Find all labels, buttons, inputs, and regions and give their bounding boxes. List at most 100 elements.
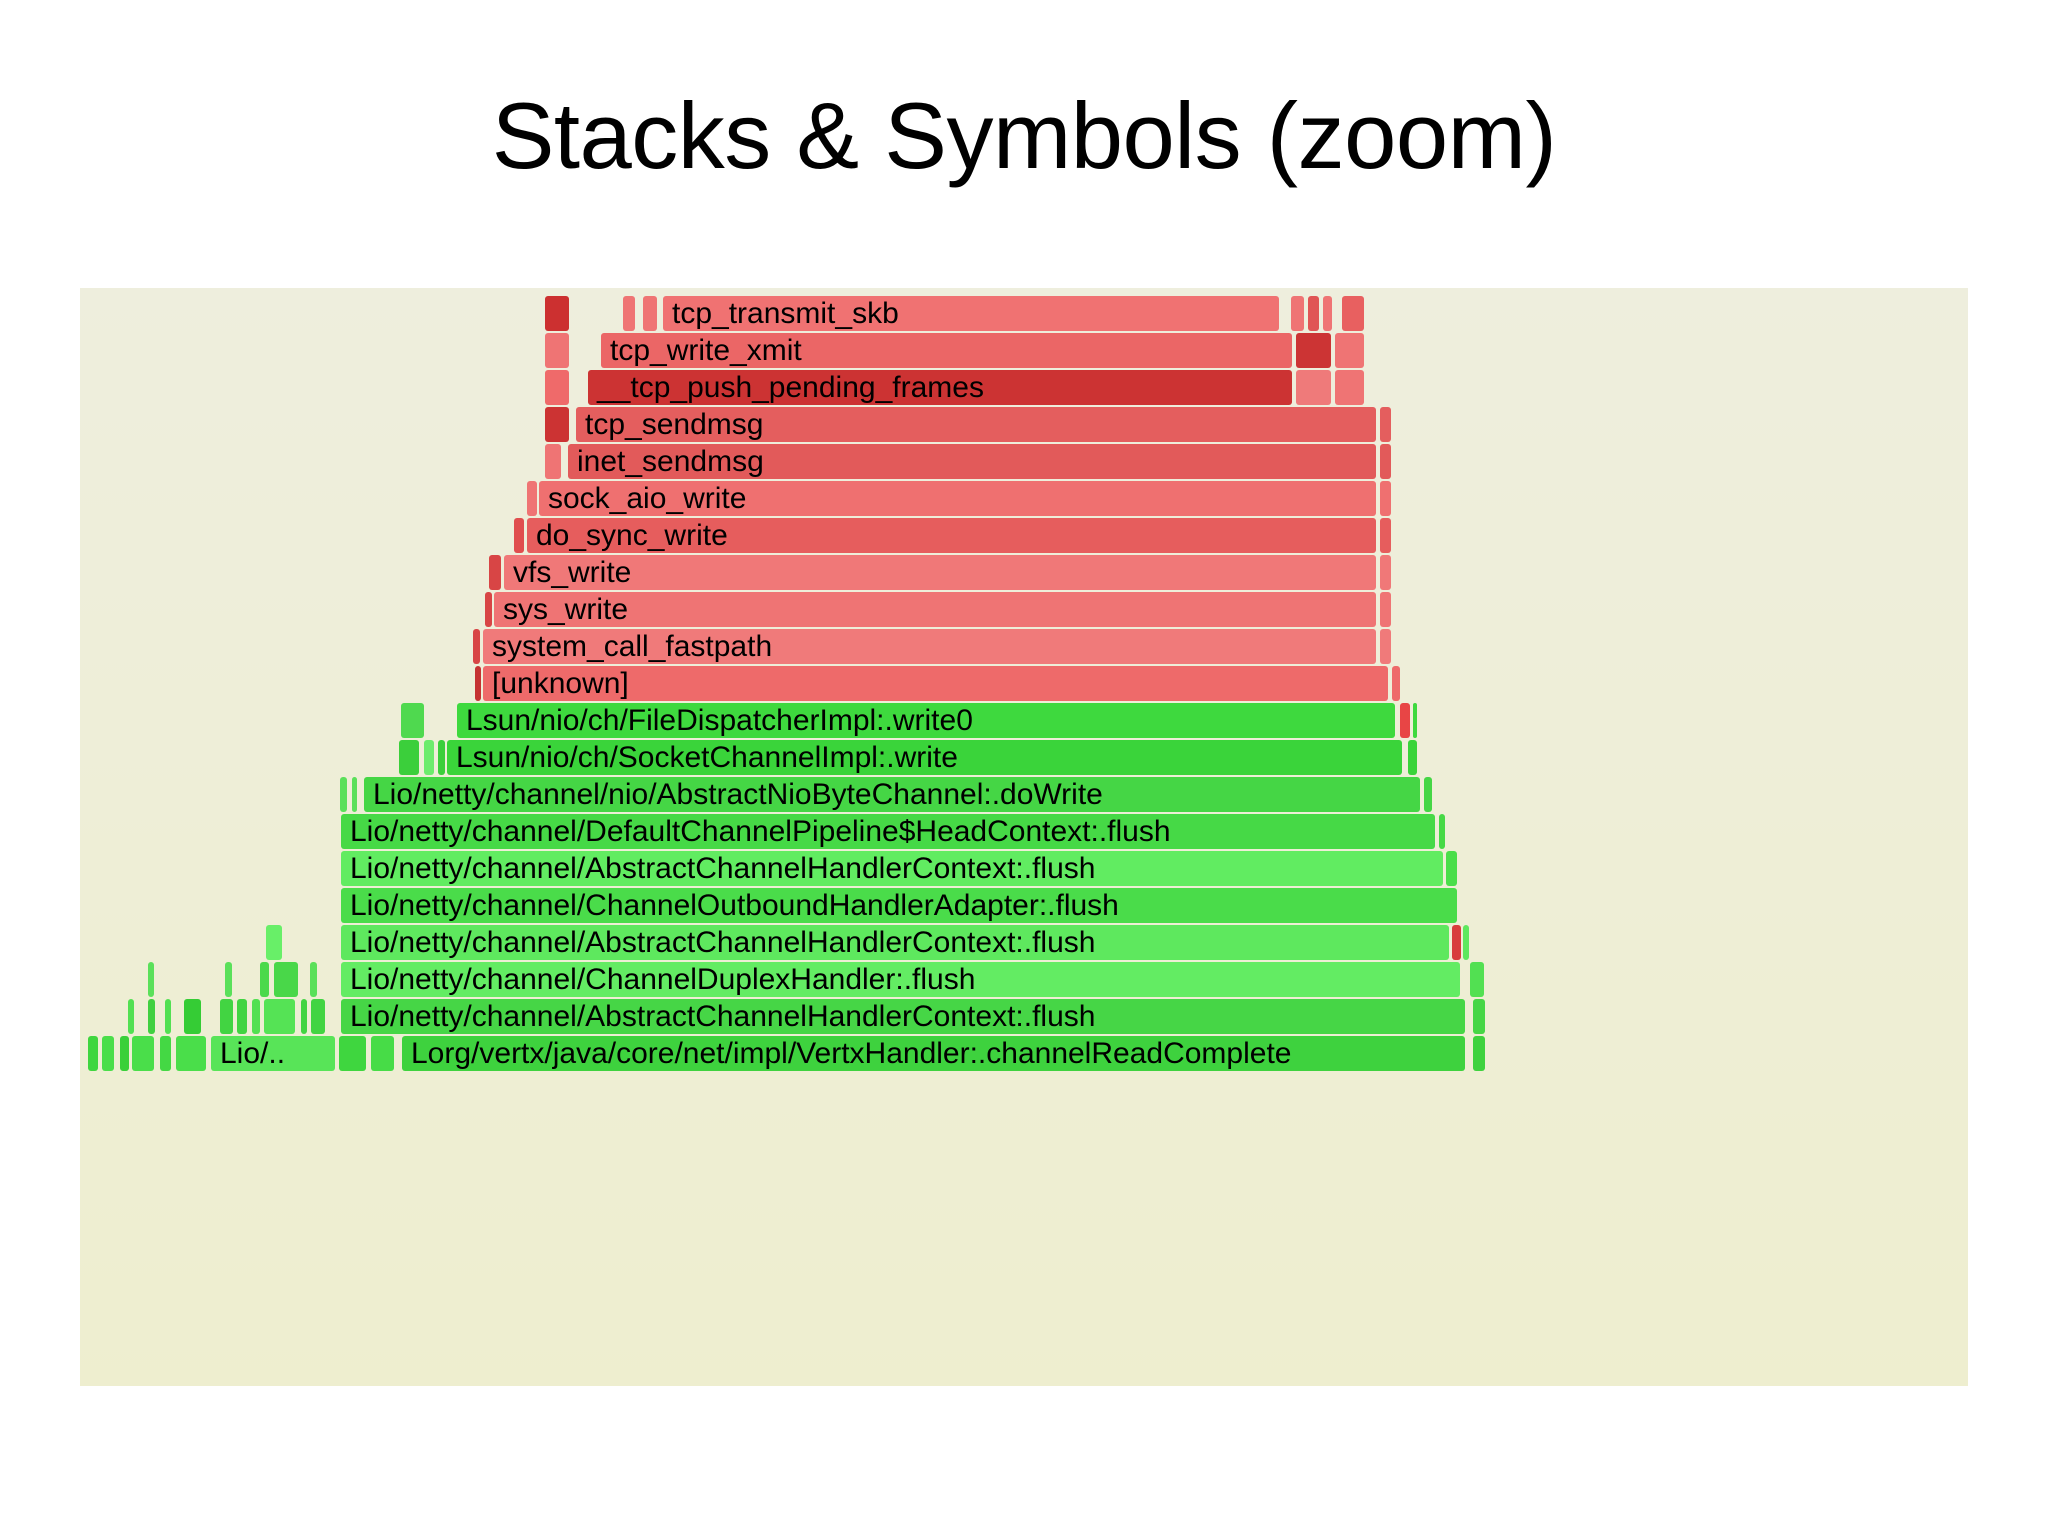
- flamegraph-frame-lsun-nio-ch-filedispatcherimpl-write0[interactable]: Lsun/nio/ch/FileDispatcherImpl:.write0: [457, 703, 1395, 738]
- flamegraph-frame-lio-netty-channel-nio-abstractniobytechannel-dowrite[interactable]: Lio/netty/channel/nio/AbstractNioByteCha…: [364, 777, 1420, 812]
- flamegraph-frame-unlabeled[interactable]: [1473, 999, 1485, 1034]
- flamegraph-frame-tcp-push-pending-frames[interactable]: __tcp_push_pending_frames: [588, 370, 1292, 405]
- flamegraph-frame-unlabeled[interactable]: [1296, 370, 1331, 405]
- flamegraph-frame-unlabeled[interactable]: [424, 740, 434, 775]
- flamegraph-frame-unlabeled[interactable]: [475, 666, 481, 701]
- flamegraph-frame-unlabeled[interactable]: [489, 555, 501, 590]
- flamegraph-frame-tcp-transmit-skb[interactable]: tcp_transmit_skb: [663, 296, 1279, 331]
- flamegraph-frame-unlabeled[interactable]: [399, 740, 419, 775]
- flamegraph-frame-unlabeled[interactable]: [545, 370, 569, 405]
- flamegraph-frame-sock-aio-write[interactable]: sock_aio_write: [539, 481, 1376, 516]
- flamegraph-frame-system-call-fastpath[interactable]: system_call_fastpath: [483, 629, 1376, 664]
- flamegraph-frame-unlabeled[interactable]: [274, 962, 298, 997]
- flamegraph-frame-unlabeled[interactable]: [1452, 925, 1461, 960]
- flamegraph-frame-tcp-sendmsg[interactable]: tcp_sendmsg: [576, 407, 1376, 442]
- flamegraph-frame-inet-sendmsg[interactable]: inet_sendmsg: [568, 444, 1376, 479]
- flamegraph-frame-unlabeled[interactable]: [1308, 296, 1319, 331]
- flamegraph-frame-unlabeled[interactable]: [485, 592, 492, 627]
- flamegraph-frame-unlabeled[interactable]: [1413, 703, 1417, 738]
- flamegraph-frame-unlabeled[interactable]: [160, 1036, 171, 1071]
- flamegraph-frame-sys-write[interactable]: sys_write: [494, 592, 1376, 627]
- flamegraph-row-13: Lio/netty/channel/nio/AbstractNioByteCha…: [80, 777, 1968, 814]
- flamegraph-frame-unlabeled[interactable]: [371, 1036, 394, 1071]
- flamegraph-frame-unlabeled[interactable]: [225, 962, 232, 997]
- flamegraph-frame-unlabeled[interactable]: [438, 740, 445, 775]
- flamegraph-frame-unlabeled[interactable]: [1463, 925, 1469, 960]
- flamegraph-frame-unlabeled[interactable]: [1400, 703, 1410, 738]
- flamegraph-frame-unlabeled[interactable]: [260, 962, 269, 997]
- flamegraph-frame-unlabeled[interactable]: [473, 629, 480, 664]
- flamegraph-frame-tcp-write-xmit[interactable]: tcp_write_xmit: [601, 333, 1292, 368]
- flamegraph-frame-unlabeled[interactable]: [310, 962, 317, 997]
- flamegraph-row-16: Lio/netty/channel/ChannelOutboundHandler…: [80, 888, 1968, 925]
- flamegraph-frame-unlabeled[interactable]: [148, 999, 155, 1034]
- flamegraph-frame-unlabeled[interactable]: [527, 481, 537, 516]
- flamegraph-row-14: Lio/netty/channel/DefaultChannelPipeline…: [80, 814, 1968, 851]
- flamegraph-frame-unlabeled[interactable]: [132, 1036, 154, 1071]
- flamegraph-row-5: sock_aio_write: [80, 481, 1968, 518]
- flamegraph-frame-lio-netty-channel-abstractchannelhandlercontext-flush[interactable]: Lio/netty/channel/AbstractChannelHandler…: [341, 925, 1449, 960]
- flamegraph-frame-unlabeled[interactable]: [1380, 481, 1391, 516]
- flamegraph-frame-unlabeled[interactable]: [1380, 629, 1391, 664]
- flamegraph-frame-unlabeled[interactable]: [264, 999, 295, 1034]
- flamegraph-frame-unlabeled[interactable]: [1291, 296, 1304, 331]
- flamegraph-frame-unlabeled[interactable]: [1380, 518, 1391, 553]
- flamegraph-frame-unlabeled[interactable]: [340, 777, 347, 812]
- flamegraph-frame-unlabeled[interactable]: [1296, 333, 1331, 368]
- flamegraph-frame-unlabeled[interactable]: [311, 999, 325, 1034]
- flamegraph-frame-unlabeled[interactable]: [301, 999, 307, 1034]
- flamegraph-frame-unlabeled[interactable]: [1473, 1036, 1485, 1071]
- flamegraph-frame-unlabeled[interactable]: [176, 1036, 206, 1071]
- flamegraph-row-18: Lio/netty/channel/ChannelDuplexHandler:.…: [80, 962, 1968, 999]
- flamegraph-frame-unlabeled[interactable]: [1380, 407, 1391, 442]
- flamegraph-frame-unlabeled[interactable]: [1424, 777, 1432, 812]
- flamegraph-frame-unlabeled[interactable]: [148, 962, 154, 997]
- flamegraph-frame-unlabeled[interactable]: [1323, 296, 1332, 331]
- flamegraph-frame-unlabeled[interactable]: [545, 444, 561, 479]
- flamegraph-frame-unlabeled[interactable]: [1380, 592, 1391, 627]
- flamegraph-frame-lio-netty-channel-channeloutboundhandleradapter-flush[interactable]: Lio/netty/channel/ChannelOutboundHandler…: [341, 888, 1457, 923]
- flamegraph-frame-lorg-vertx-java-core-net-impl-vertxhandler-channelreadcomplete[interactable]: Lorg/vertx/java/core/net/impl/VertxHandl…: [402, 1036, 1465, 1071]
- flamegraph-frame-unlabeled[interactable]: [1342, 296, 1364, 331]
- flamegraph-frame-unlabeled[interactable]: [545, 296, 569, 331]
- flamegraph-frame-unlabeled[interactable]: [237, 999, 247, 1034]
- flamegraph-frame-unlabeled[interactable]: [1408, 740, 1417, 775]
- flamegraph-frame-do-sync-write[interactable]: do_sync_write: [527, 518, 1376, 553]
- flamegraph-frame-unlabeled[interactable]: [1335, 370, 1364, 405]
- flamegraph-frame-unlabeled[interactable]: [102, 1036, 114, 1071]
- flamegraph-frame-unlabeled[interactable]: [1439, 814, 1445, 849]
- flamegraph-frame-unlabeled[interactable]: [1380, 444, 1391, 479]
- flamegraph-frame-unlabeled[interactable]: [1470, 962, 1484, 997]
- flamegraph-frame-unlabeled[interactable]: [1392, 666, 1400, 701]
- flamegraph-frame-lio-netty-channel-abstractchannelhandlercontext-flush[interactable]: Lio/netty/channel/AbstractChannelHandler…: [341, 851, 1443, 886]
- flamegraph-frame-unlabeled[interactable]: [1380, 555, 1391, 590]
- flamegraph-frame-unlabeled[interactable]: [252, 999, 260, 1034]
- flamegraph-frame-unlabeled[interactable]: [1335, 333, 1364, 368]
- flamegraph-frame-unlabeled[interactable]: [643, 296, 657, 331]
- flamegraph-frame-lio-netty-channel-defaultchannelpipeline-headcontext-flush[interactable]: Lio/netty/channel/DefaultChannelPipeline…: [341, 814, 1435, 849]
- flamegraph-frame-unlabeled[interactable]: [514, 518, 524, 553]
- flamegraph-frame-unlabeled[interactable]: [623, 296, 635, 331]
- flamegraph-frame-unlabeled[interactable]: [128, 999, 134, 1034]
- flamegraph-frame-lio-netty-channel-abstractchannelhandlercontext-flush[interactable]: Lio/netty/channel/AbstractChannelHandler…: [341, 999, 1465, 1034]
- flamegraph-frame-lio[interactable]: Lio/..: [211, 1036, 335, 1071]
- flamegraph-frame-unlabeled[interactable]: [184, 999, 201, 1034]
- flamegraph-frame-unlabeled[interactable]: [165, 999, 171, 1034]
- flamegraph-frame-unlabeled[interactable]: [120, 1036, 129, 1071]
- flamegraph-frame-unlabeled[interactable]: [352, 777, 357, 812]
- flamegraph-frame-vfs-write[interactable]: vfs_write: [504, 555, 1376, 590]
- flamegraph-frame-lio-netty-channel-channelduplexhandler-flush[interactable]: Lio/netty/channel/ChannelDuplexHandler:.…: [341, 962, 1460, 997]
- flamegraph-frame-unlabeled[interactable]: [266, 925, 282, 960]
- flamegraph-frame-unlabeled[interactable]: [401, 703, 424, 738]
- flamegraph-row-4: inet_sendmsg: [80, 444, 1968, 481]
- flamegraph-frame-unlabeled[interactable]: [545, 333, 569, 368]
- flamegraph-row-15: Lio/netty/channel/AbstractChannelHandler…: [80, 851, 1968, 888]
- flamegraph-frame-lsun-nio-ch-socketchannelimpl-write[interactable]: Lsun/nio/ch/SocketChannelImpl:.write: [447, 740, 1402, 775]
- flamegraph-frame-unlabeled[interactable]: [1446, 851, 1457, 886]
- flamegraph-frame-unlabeled[interactable]: [88, 1036, 98, 1071]
- flamegraph-frame-unlabeled[interactable]: [220, 999, 233, 1034]
- flamegraph-frame-unknown[interactable]: [unknown]: [483, 666, 1388, 701]
- flamegraph-frame-unlabeled[interactable]: [545, 407, 569, 442]
- flamegraph-frame-unlabeled[interactable]: [339, 1036, 366, 1071]
